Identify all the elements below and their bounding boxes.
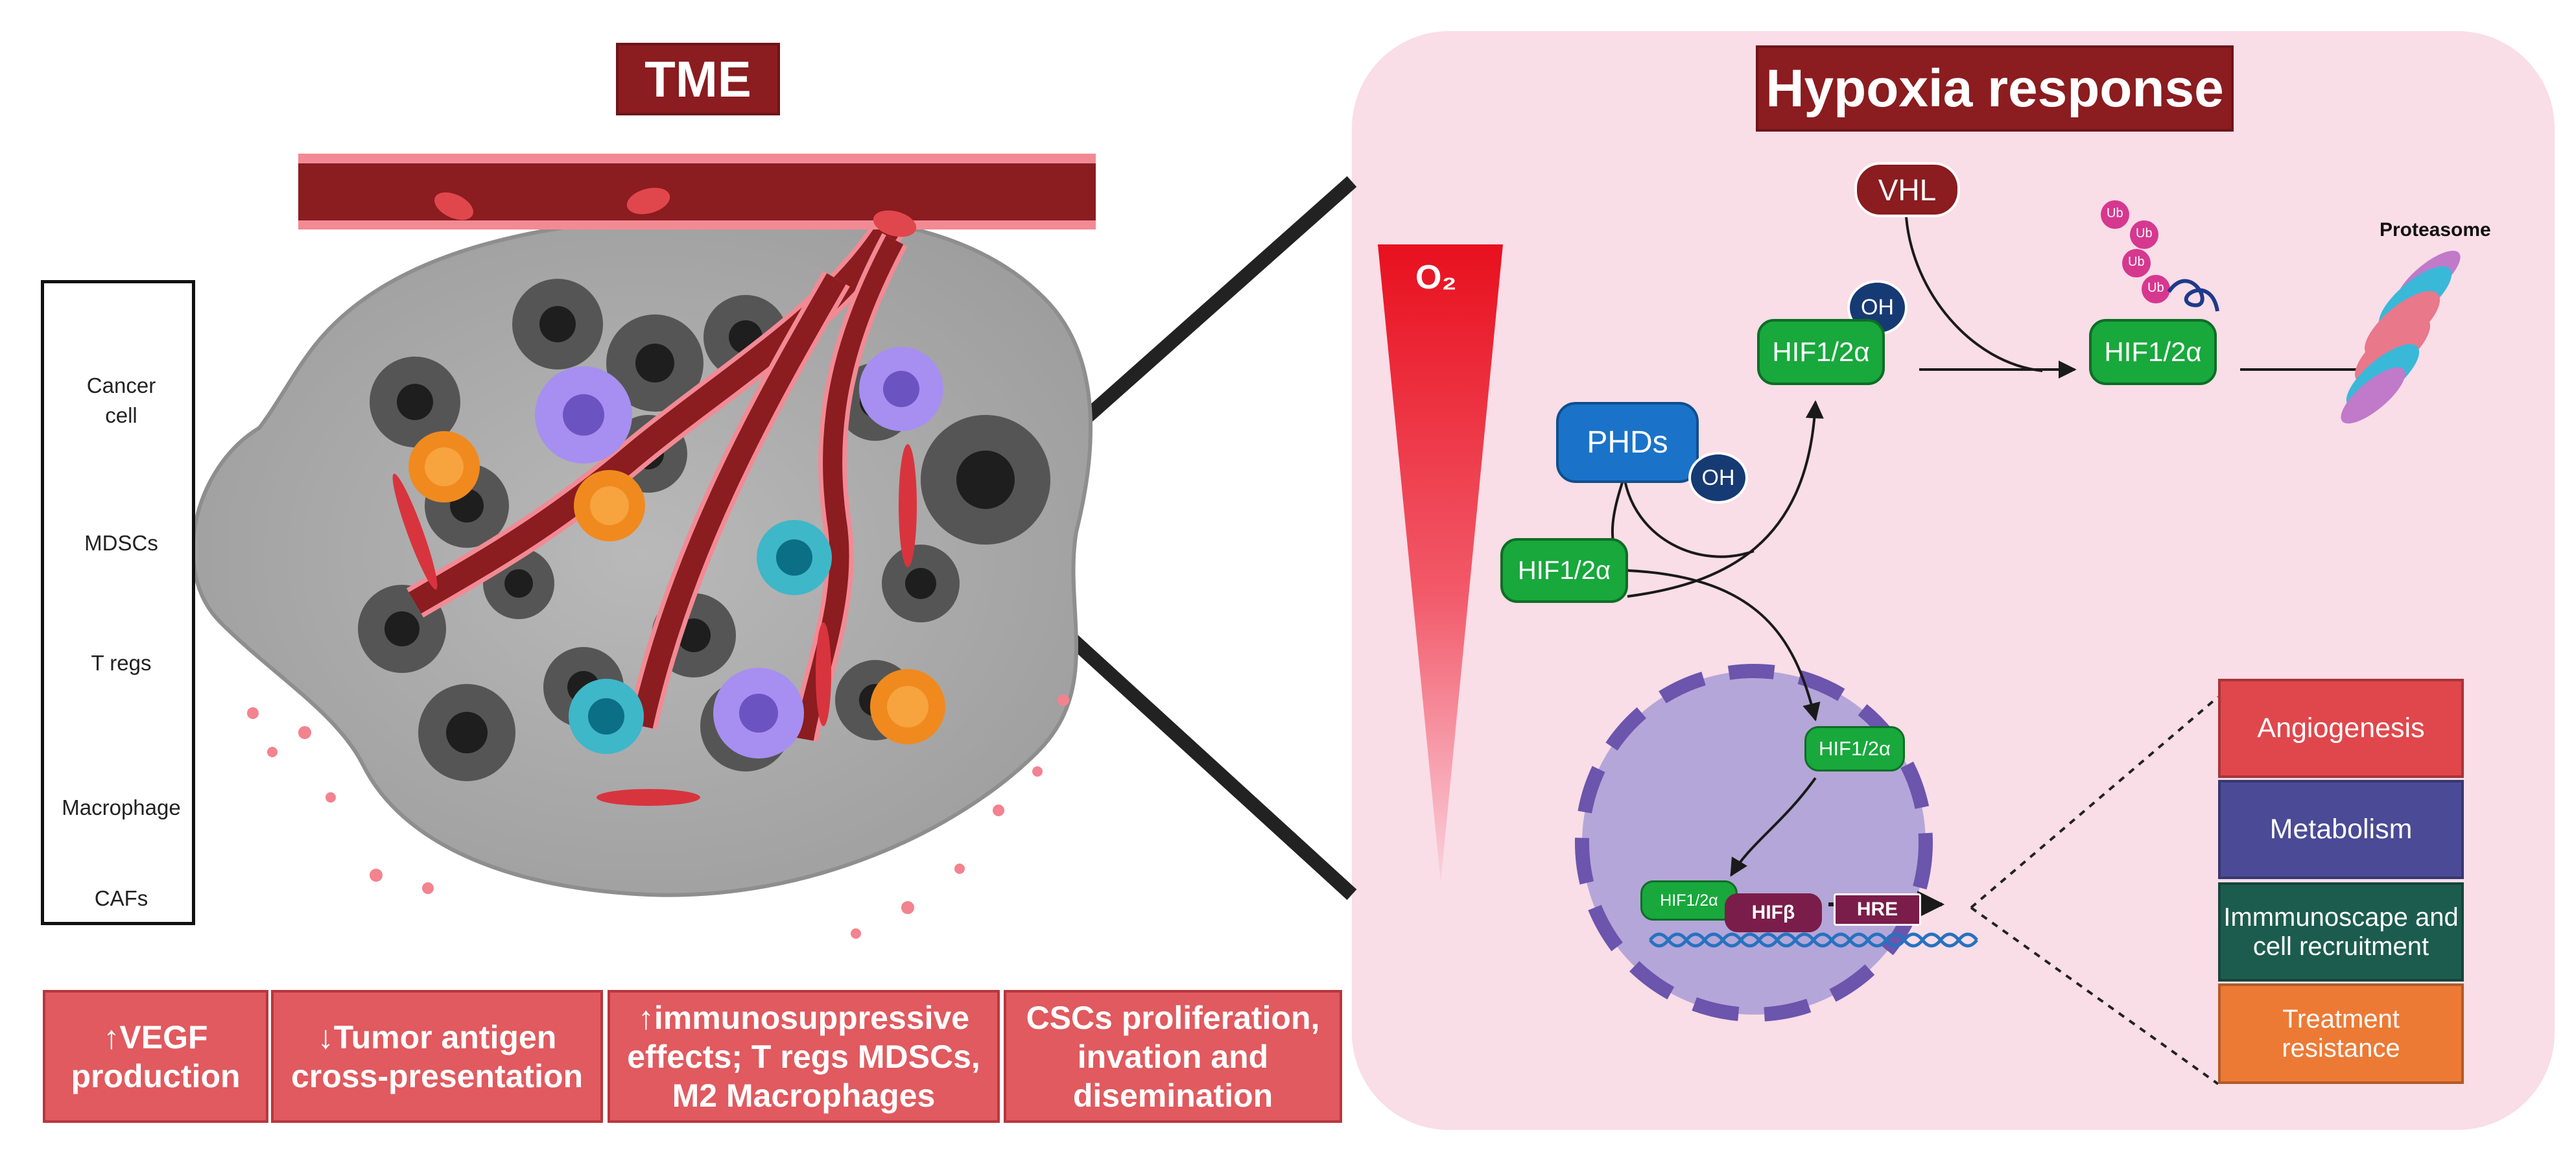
proteasome-label: Proteasome: [2380, 219, 2491, 241]
hifb-node: HIFβ: [1725, 893, 1822, 932]
o2-gradient: [1378, 244, 1503, 882]
legend-cafs: CAFs: [94, 886, 148, 910]
tumor-illustration: [191, 169, 1093, 939]
phd-curve: [1623, 476, 1755, 558]
effect-tumor-antigen: ↓Tumor antigen cross-presentation: [271, 990, 603, 1123]
effect-vegf: ↑VEGF production: [43, 990, 268, 1123]
hif-node-hydroxylated: HIF1/2α: [1757, 319, 1885, 385]
ub-label-4: Ub: [2147, 281, 2164, 295]
nucleus: [1575, 664, 1933, 1022]
outcome-angiogenesis: Angiogenesis: [2218, 679, 2464, 778]
blood-vessel: [298, 154, 1096, 237]
ub-label-3: Ub: [2128, 255, 2145, 269]
oh-badge-phd: OH: [1688, 452, 1748, 504]
legend-tregs: T regs: [91, 651, 152, 675]
hif-node-dna: HIF1/2α: [1640, 880, 1738, 921]
effect-cscs: CSCs proliferation, invation and disemin…: [1004, 990, 1342, 1123]
vhl-node: VHL: [1854, 162, 1960, 217]
outcome-immunoscape: Immmunoscape and cell recruitment: [2218, 882, 2464, 982]
outcome-metabolism: Metabolism: [2218, 780, 2464, 879]
ub-label-1: Ub: [2107, 206, 2123, 220]
hif-node-ubiquitinated: HIF1/2α: [2089, 319, 2217, 385]
outcome-link-top: [1970, 696, 2219, 909]
proteasome-icon: [2341, 250, 2461, 424]
zoom-line-bottom: [1048, 617, 1357, 900]
legend-cancer-cell: Cancer cell: [86, 373, 156, 427]
outcome-treatment: Treatment resistance: [2218, 983, 2464, 1084]
dna-strand: [1649, 932, 1978, 948]
effect-immunosuppressive: ↑immunosuppressive effects; T regs MDSCs…: [608, 990, 1000, 1123]
hre-node: HRE: [1834, 893, 1921, 926]
legend-macrophage: Macrophage: [62, 795, 181, 819]
phds-node: PHDs: [1556, 402, 1699, 483]
ubiquitin-chain: [2101, 200, 2219, 312]
hypoxia-title: Hypoxia response: [1756, 45, 2234, 132]
legend: Cancer cell MDSCs T regs Macrophage CAFs: [41, 280, 195, 925]
ub-label-2: Ub: [2136, 226, 2153, 241]
legend-mdscs: MDSCs: [84, 531, 158, 555]
o2-label: O₂: [1415, 259, 1457, 296]
hif-node-stable: HIF1/2α: [1500, 538, 1628, 603]
hif-node-nucleus: HIF1/2α: [1804, 726, 1905, 771]
tme-title: TME: [616, 43, 780, 115]
